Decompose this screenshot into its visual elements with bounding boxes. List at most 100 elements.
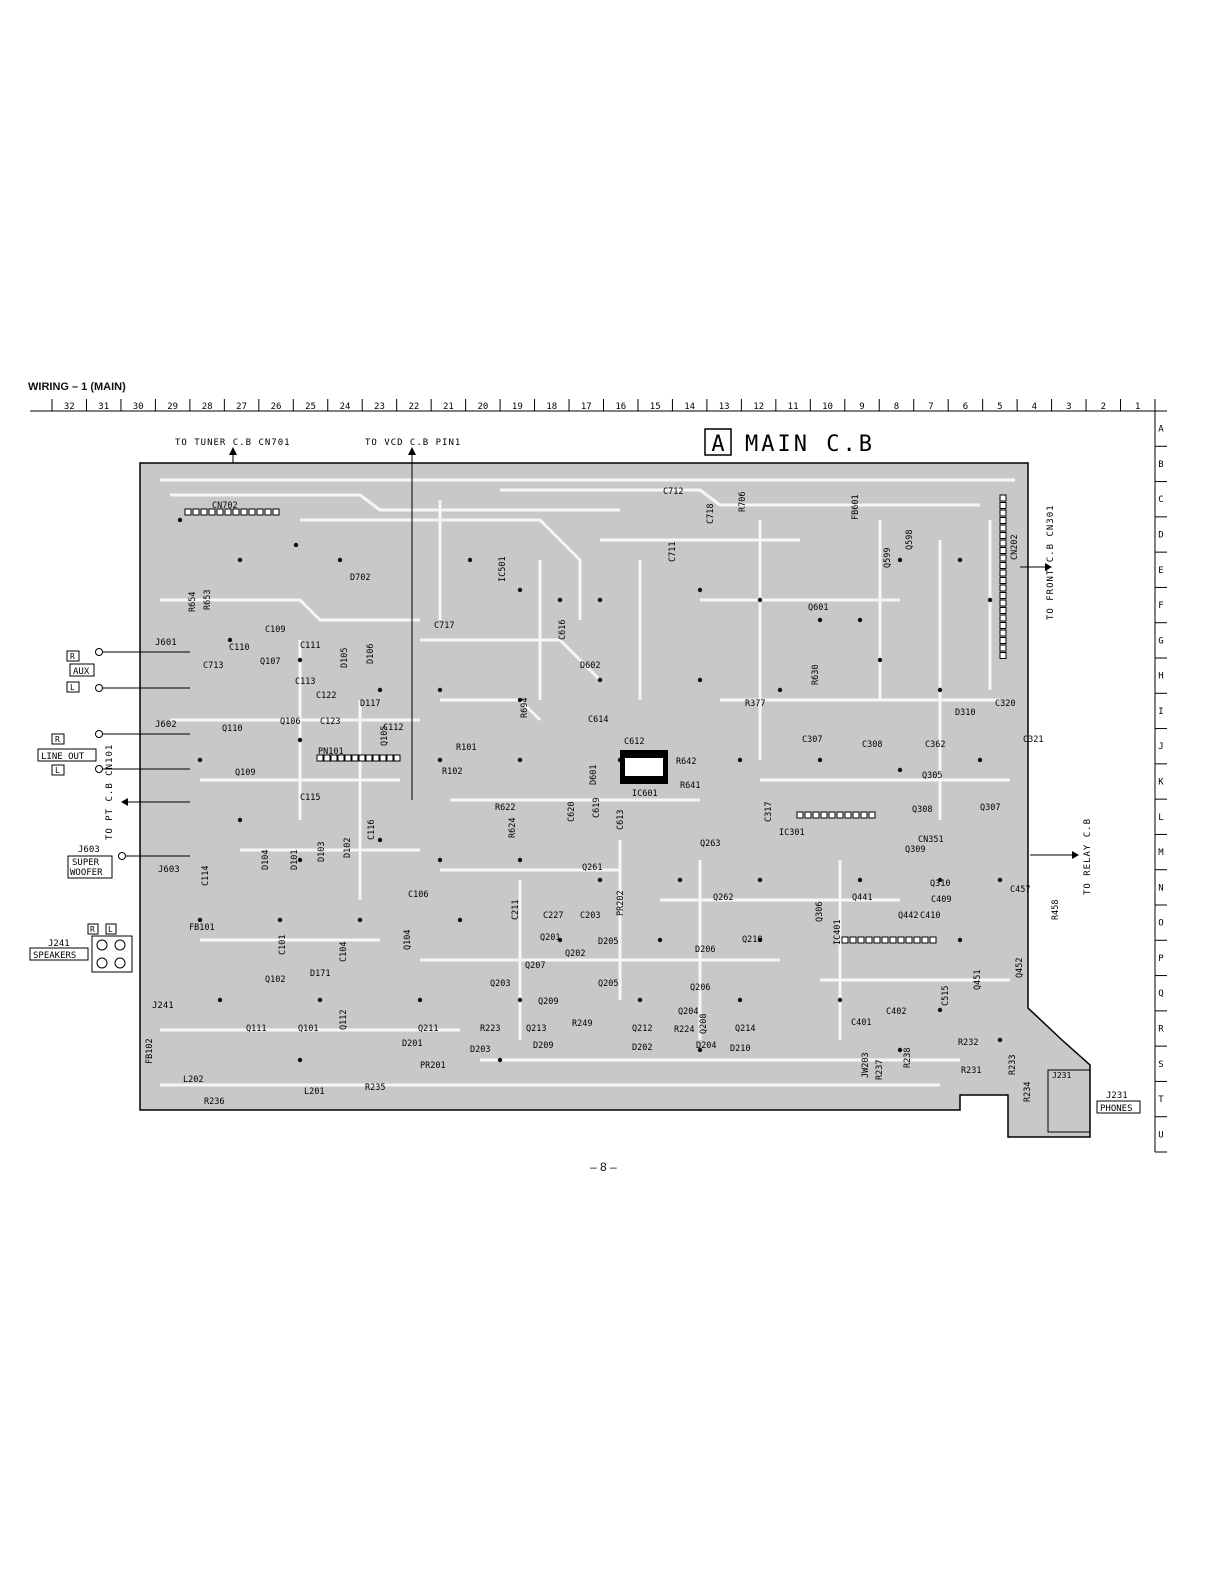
part-label-q110: Q110 [222, 724, 242, 734]
part-label-d201: D201 [402, 1039, 422, 1049]
part-label-d702: D702 [350, 573, 370, 583]
part-label-cn351: CN351 [918, 835, 944, 845]
grid-ruler [30, 399, 1167, 1153]
row-label: H [1158, 672, 1163, 682]
column-label: 3 [1066, 402, 1071, 412]
part-label-q205: Q205 [598, 979, 618, 989]
row-label: I [1158, 707, 1163, 717]
part-label-q308: Q308 [912, 805, 932, 815]
part-label-q306: Q306 [815, 902, 825, 922]
svg-text:L: L [55, 766, 60, 775]
part-label-c308: C308 [862, 740, 882, 750]
part-label-r642: R642 [676, 757, 696, 767]
part-label-c227: C227 [543, 911, 563, 921]
part-label-c613: C613 [616, 810, 626, 830]
column-label: 32 [64, 402, 75, 412]
svg-text:L: L [108, 925, 113, 934]
part-label-c116: C116 [367, 820, 377, 840]
part-label-c402: C402 [886, 1007, 906, 1017]
row-label: C [1158, 495, 1163, 505]
column-label: 7 [928, 402, 933, 412]
part-label-q204: Q204 [678, 1007, 698, 1017]
row-label: F [1158, 601, 1163, 611]
part-label-d101: D101 [290, 850, 300, 870]
part-label-c515: C515 [941, 986, 951, 1006]
part-label-c203: C203 [580, 911, 600, 921]
part-label-q451: Q451 [973, 970, 983, 990]
svg-text:J231: J231 [1106, 1091, 1128, 1101]
jack-j231: J231 PHONES J231 [1047, 1069, 1141, 1133]
part-label-q201: Q201 [540, 933, 560, 943]
part-label-r458: R458 [1051, 900, 1061, 920]
part-label-c109: C109 [265, 625, 285, 635]
column-label: 30 [133, 402, 144, 412]
svg-text:J241: J241 [152, 1001, 174, 1011]
part-label-d102: D102 [343, 838, 353, 858]
part-label-r234: R234 [1023, 1082, 1033, 1102]
part-label-q109: Q109 [235, 768, 255, 778]
part-label-cn702: CN702 [212, 501, 238, 511]
part-label-q263: Q263 [700, 839, 720, 849]
board-title: A MAIN C.B [704, 428, 872, 457]
part-label-r706: R706 [738, 492, 748, 512]
row-label: Q [1158, 989, 1163, 999]
part-label-q307: Q307 [980, 803, 1000, 813]
row-label: K [1158, 778, 1164, 788]
part-label-r654: R654 [188, 592, 198, 612]
part-label-c616: C616 [558, 620, 568, 640]
part-label-q112: Q112 [339, 1010, 349, 1030]
part-label-c115: C115 [300, 793, 320, 803]
part-label-q210: Q210 [742, 935, 762, 945]
svg-text:J601: J601 [155, 638, 177, 648]
row-label: B [1158, 460, 1163, 470]
pad-pattern [177, 494, 1007, 1063]
column-label: 18 [546, 402, 557, 412]
row-label: U [1158, 1130, 1163, 1140]
part-label-c106: C106 [408, 890, 428, 900]
part-label-fb102: FB102 [145, 1038, 155, 1064]
part-labels: CN702CN202PN101PR201PR202IC601IC301IC501… [145, 487, 1061, 1107]
column-label: 6 [963, 402, 968, 412]
part-label-c619: C619 [592, 798, 602, 818]
part-label-d105: D105 [340, 648, 350, 668]
part-label-c612: C612 [624, 737, 644, 747]
column-label: 17 [581, 402, 592, 412]
row-label: R [1158, 1025, 1164, 1035]
row-label: S [1158, 1060, 1163, 1070]
svg-text:J602: J602 [155, 720, 177, 730]
part-label-c711: C711 [668, 542, 678, 562]
part-label-d104: D104 [261, 850, 271, 870]
part-label-q105: Q105 [380, 726, 390, 746]
jack-j602: J602 R L LINE OUT [37, 720, 190, 776]
part-label-q441: Q441 [852, 893, 872, 903]
svg-text:R: R [70, 652, 75, 661]
jack-j601: J601 R L AUX [66, 638, 190, 693]
column-label: 28 [202, 402, 213, 412]
part-label-r235: R235 [365, 1083, 385, 1093]
part-label-r694: R694 [520, 698, 530, 718]
part-label-c113: C113 [295, 677, 315, 687]
part-label-ic301: IC301 [779, 828, 805, 838]
line-out-label: LINE OUT [41, 752, 85, 762]
part-label-c114: C114 [201, 866, 211, 886]
part-label-c104: C104 [339, 942, 349, 962]
column-label: 1 [1135, 402, 1140, 412]
part-label-r223: R223 [480, 1024, 500, 1034]
part-label-ic601: IC601 [632, 789, 658, 799]
part-label-c101: C101 [278, 935, 288, 955]
row-label: M [1158, 848, 1164, 858]
part-label-fb601: FB601 [851, 494, 861, 520]
column-label: 19 [512, 402, 523, 412]
front-connection-label: TO FRONT C.B CN301 [1046, 504, 1056, 620]
svg-text:R: R [90, 925, 95, 934]
column-label: 31 [98, 402, 109, 412]
part-label-q203: Q203 [490, 979, 510, 989]
part-label-r231: R231 [961, 1066, 981, 1076]
part-label-q599: Q599 [883, 548, 893, 568]
row-label: P [1158, 954, 1164, 964]
part-label-r237: R237 [875, 1060, 885, 1080]
super-label: SUPER [72, 858, 100, 868]
part-label-r233: R233 [1008, 1055, 1018, 1075]
part-label-c123: C123 [320, 717, 340, 727]
part-label-c307: C307 [802, 735, 822, 745]
